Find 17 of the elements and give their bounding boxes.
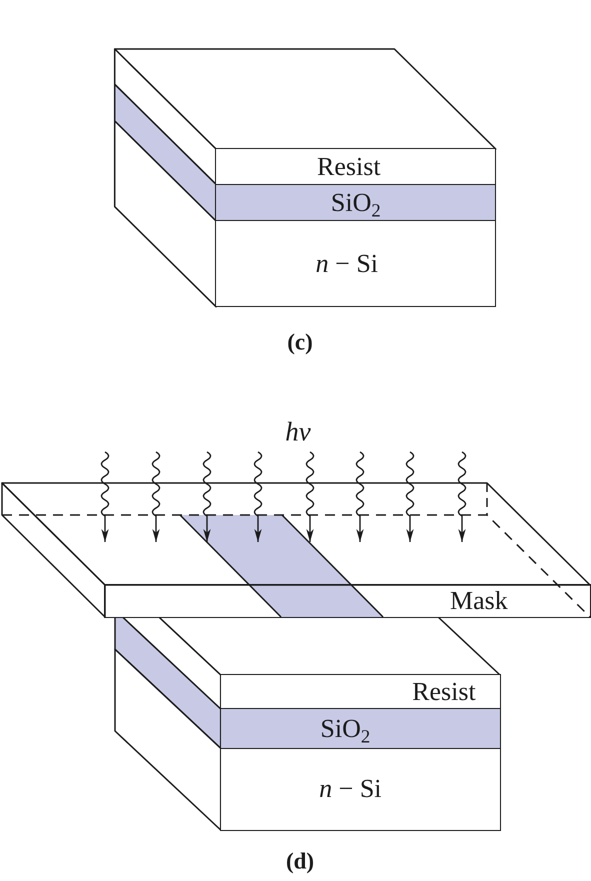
panel-label: (c) bbox=[287, 330, 313, 354]
layer-label: SiO$_{2}$ bbox=[320, 716, 370, 742]
photon-energy-label: hν bbox=[285, 418, 311, 446]
oxide-layer bbox=[215, 184, 496, 222]
layer-label: Resist bbox=[412, 679, 476, 705]
resist-layer bbox=[215, 148, 496, 186]
mask-plate-edge bbox=[104, 584, 591, 618]
panel-label: (d) bbox=[286, 850, 314, 872]
layer-label: n − Si bbox=[319, 776, 382, 802]
resist-layer bbox=[220, 674, 501, 710]
silicon-substrate-layer bbox=[215, 220, 496, 308]
silicon-substrate-layer bbox=[220, 748, 501, 831]
layer-label: n − Si bbox=[316, 250, 378, 277]
layer-label: SiO$_{2}$ bbox=[330, 190, 381, 216]
mask-label: Mask bbox=[450, 588, 508, 614]
layer-label: Resist bbox=[317, 154, 381, 180]
oxide-layer bbox=[220, 708, 501, 750]
